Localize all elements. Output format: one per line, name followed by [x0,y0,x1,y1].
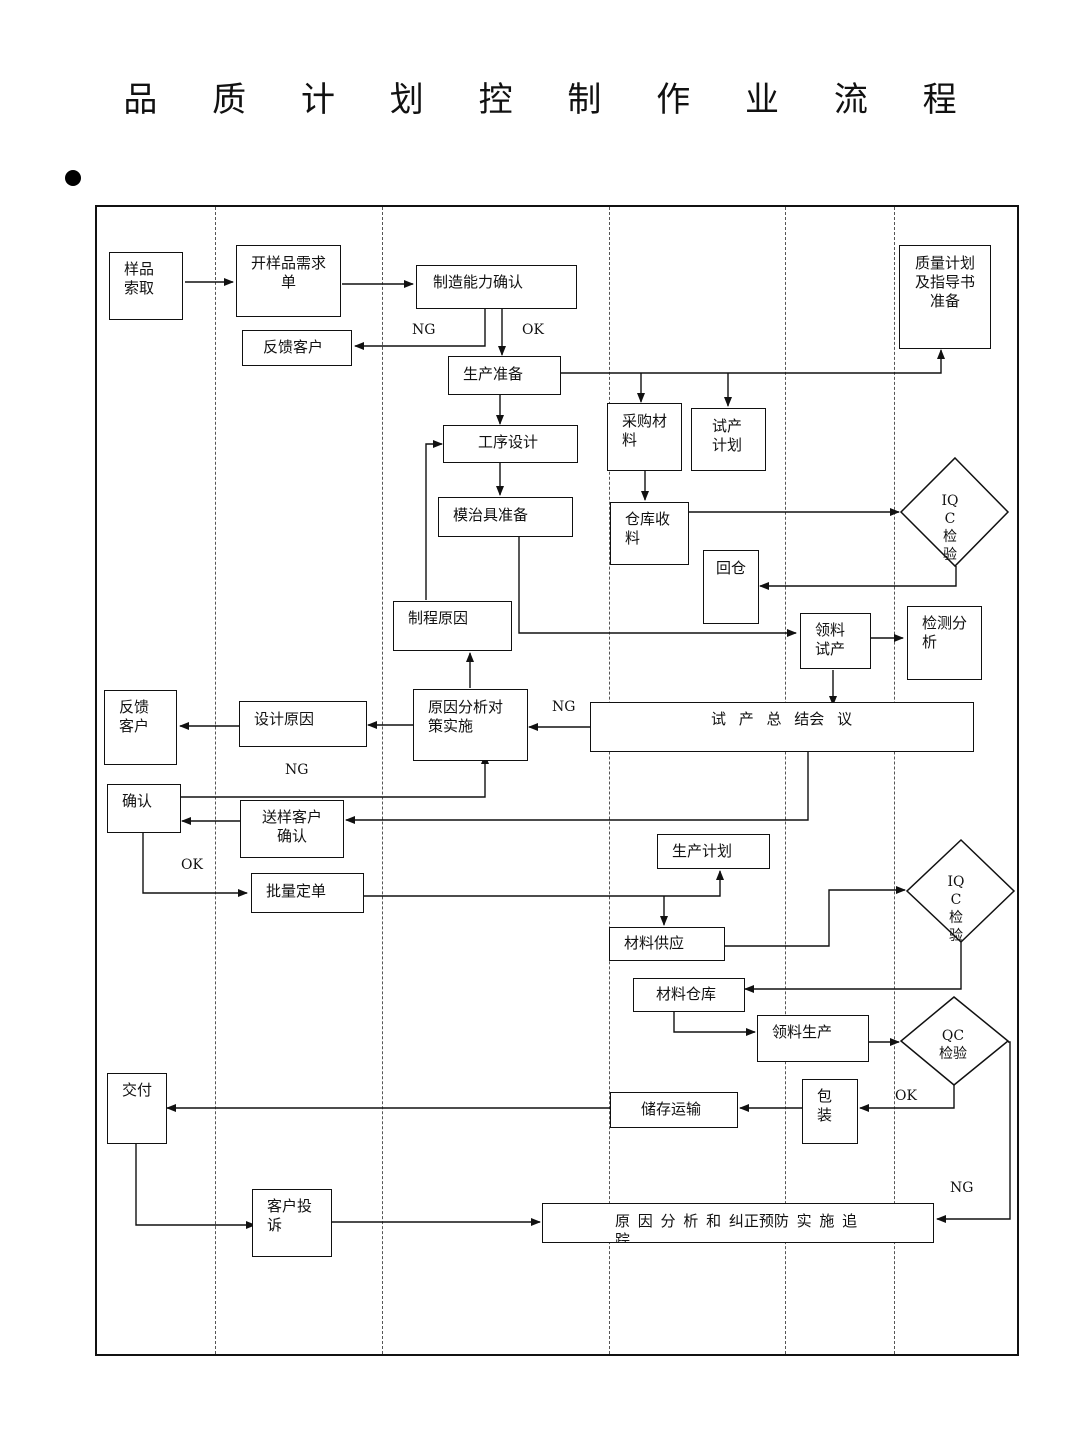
arrow [744,942,962,993]
arrow [759,566,957,590]
node-feedback-customer-2: 反馈客户 [104,690,177,765]
flowchart-frame [95,205,1019,1356]
node-material-supply: 材料供应 [609,927,725,961]
ng-label: NG [950,1180,974,1196]
node-fixture-prep: 模治具准备 [438,497,573,537]
node-return-warehouse: 回仓 [703,550,759,624]
arrow [859,1084,955,1112]
arrow [425,440,443,600]
node-test-analysis: 检测分析 [907,606,982,680]
bullet-dot [65,170,81,186]
node-storage-transport: 储存运输 [610,1092,738,1128]
qc-inspect-label: QC检验 [939,1028,967,1062]
arrow [181,754,489,798]
node-quality-plan: 质量计划及指导书准备 [899,245,991,349]
node-design-cause: 设计原因 [239,701,367,747]
node-root-cause-tracking: 原 因 分 析 和 纠正预防 实 施 追 踪 [542,1203,934,1243]
qc-diamond [899,996,1010,1086]
lane-divider [215,207,216,1354]
ng-label: NG [412,322,436,338]
arrow [142,833,248,897]
iqc-2-label: IQC检验 [947,874,965,944]
lane-divider [382,207,383,1354]
iqc-diamond-2 [905,838,1016,944]
node-cause-analysis: 原因分析对策实施 [413,689,528,761]
node-batch-order: 批量定单 [251,873,364,913]
iqc-diamond-1 [899,456,1010,568]
iqc-1-label: IQC检验 [941,493,959,563]
node-delivery: 交付 [107,1073,167,1144]
node-customer-complaint: 客户投诉 [252,1189,332,1257]
ng-label: NG [285,762,309,778]
node-material-warehouse: 材料仓库 [633,978,745,1012]
arrow [725,886,906,947]
node-confirm: 确认 [107,784,181,833]
node-capability-confirm: 制造能力确认 [416,265,577,309]
arrow [364,870,724,897]
node-process-design: 工序设计 [443,425,578,463]
arrow [135,1144,256,1229]
node-trial-summary: 试 产 总 结会 议 [590,702,974,752]
lane-divider [609,207,610,1354]
node-material-trial: 领料试产 [800,613,871,669]
ok-label: OK [895,1088,917,1104]
node-packaging: 包装 [802,1079,858,1144]
node-trial-plan: 试产计划 [691,408,766,471]
node-sample-to-customer: 送样客户确认 [240,800,344,858]
arrow [673,1012,756,1036]
arrow [936,1041,1011,1223]
node-process-cause: 制程原因 [393,601,512,651]
page-title: 品 质 计 划 控 制 作 业 流 程 [123,80,979,120]
node-sample-request: 样品索取 [109,252,183,320]
ng-label: NG [552,699,576,715]
ok-label: OK [181,857,203,873]
arrow [518,537,797,637]
node-production-prep: 生产准备 [448,356,561,395]
arrow [561,349,945,374]
ok-label: OK [522,322,544,338]
arrow [354,309,486,350]
node-feedback-customer-1: 反馈客户 [242,330,352,366]
lane-divider [894,207,895,1354]
node-purchase-material: 采购材料 [607,403,682,471]
lane-divider [785,207,786,1354]
node-sample-demand: 开样品需求单 [236,245,341,317]
node-warehouse-receive: 仓库收料 [610,502,689,565]
arrow [345,752,809,824]
node-production-plan: 生产计划 [657,834,770,869]
node-material-production: 领料生产 [757,1015,869,1062]
